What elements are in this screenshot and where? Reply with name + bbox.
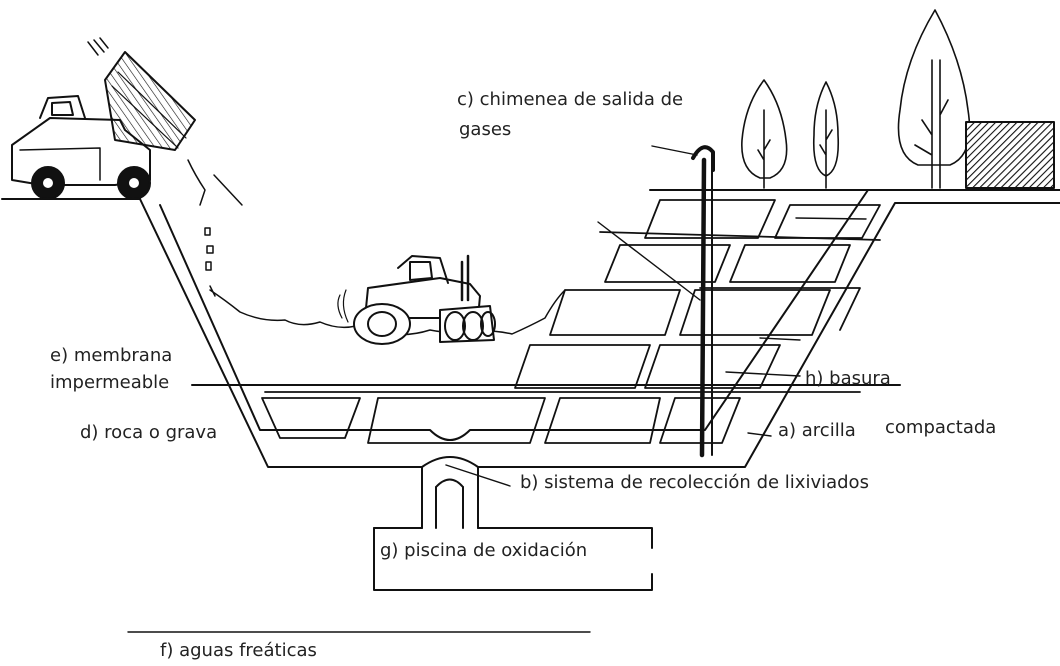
leader-lines xyxy=(197,145,867,487)
label-membrane-cont: impermeable xyxy=(50,372,170,393)
label-gravel: d) roca o grava xyxy=(80,422,218,443)
tree-icon xyxy=(897,9,971,189)
tree-icon xyxy=(741,79,788,189)
tree-icon xyxy=(812,81,840,189)
label-chimney-cont: gases xyxy=(459,119,512,140)
compactor-icon xyxy=(337,254,496,345)
waste-cells xyxy=(514,199,881,389)
label-clay-cont: compactada xyxy=(885,417,997,438)
gravel-cells xyxy=(261,391,861,444)
label-leachate-system: b) sistema de recolección de lixiviados xyxy=(520,472,869,493)
leachate-drain-pipes xyxy=(421,466,479,529)
pit-inner-wall xyxy=(159,189,869,441)
ground-surface xyxy=(1,189,1060,200)
label-membrane: e) membrana xyxy=(50,345,173,366)
label-clay: a) arcilla xyxy=(778,420,856,441)
gas-chimney xyxy=(691,145,715,458)
falling-waste xyxy=(187,159,243,297)
label-groundwater: f) aguas freáticas xyxy=(160,640,317,661)
label-waste: h) basura xyxy=(805,368,891,389)
oxidation-pond xyxy=(373,527,653,591)
dump-truck-icon xyxy=(11,37,196,200)
label-chimney: c) chimenea de salida de xyxy=(457,89,684,110)
building-icon xyxy=(965,121,1055,189)
label-oxidation-pond: g) piscina de oxidación xyxy=(380,540,588,561)
